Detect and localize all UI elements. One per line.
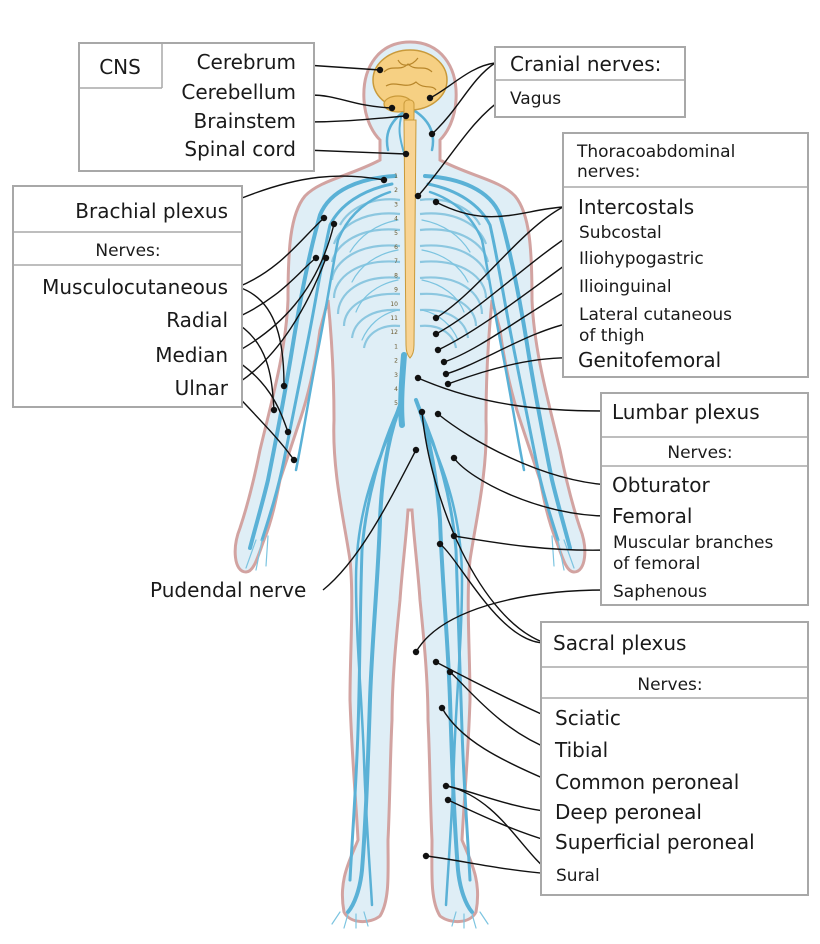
spinal-cord-label: Spinal cord (184, 137, 296, 161)
lumbar-nerves-subheading: Nerves: (667, 443, 732, 463)
radial-label: Radial (166, 308, 228, 332)
vertebra-number: 12 (390, 329, 398, 336)
vagus-label: Vagus (510, 89, 561, 109)
brachial-plexus-label-box: Brachial plexus Nerves: Musculocutaneous… (12, 185, 243, 408)
muscular-branches-label-line1: Muscular branches (613, 533, 774, 553)
pudendal-nerve-label: Pudendal nerve (150, 578, 306, 602)
vertebra-number: 6 (394, 244, 398, 251)
subcostal-label: Subcostal (579, 223, 662, 243)
thoracoabdominal-heading-line1: Thoracoabdominal (576, 142, 735, 162)
thoracoabdominal-heading-line2: nerves: (577, 162, 640, 182)
spinal-cord-shape (403, 119, 417, 359)
vertebra-number: 5 (394, 400, 398, 407)
sacral-plexus-heading: Sacral plexus (553, 631, 686, 655)
vertebra-number: 2 (394, 187, 398, 194)
obturator-label: Obturator (612, 473, 711, 497)
cranial-nerves-heading: Cranial nerves: (510, 52, 661, 76)
intercostals-label: Intercostals (578, 195, 694, 219)
vertebra-number: 4 (394, 386, 398, 393)
vertebra-number: 2 (394, 358, 398, 365)
ilioinguinal-label: Ilioinguinal (579, 277, 672, 297)
brainstem-label: Brainstem (194, 109, 296, 133)
vertebra-number: 10 (390, 301, 398, 308)
tibial-label: Tibial (554, 738, 608, 762)
femoral-label: Femoral (612, 504, 692, 528)
vertebra-number: 5 (394, 230, 398, 237)
muscular-branches-label-line2: of femoral (613, 554, 700, 574)
cns-label-box: CNS Cerebrum Cerebellum Brainstem Spinal… (78, 42, 315, 172)
thoracoabdominal-label-box: Thoracoabdominal nerves: Intercostals Su… (562, 132, 809, 378)
brachial-nerves-subheading: Nerves: (95, 241, 160, 261)
vertebra-number: 11 (390, 315, 398, 322)
vertebra-number: 3 (394, 201, 398, 208)
ulnar-label: Ulnar (175, 376, 229, 400)
vertebra-number: 9 (394, 287, 398, 294)
genitofemoral-label: Genitofemoral (578, 348, 721, 372)
cns-heading: CNS (99, 55, 141, 79)
leader-lines (228, 62, 609, 875)
rib-cage (330, 198, 490, 349)
superficial-peroneal-label: Superficial peroneal (555, 830, 755, 854)
sacral-plexus-label-box: Sacral plexus Nerves: Sciatic Tibial Com… (540, 621, 809, 896)
lumbar-plexus-label-box: Lumbar plexus Nerves: Obturator Femoral … (600, 392, 809, 606)
sural-label: Sural (556, 866, 600, 886)
lateral-cutaneous-label-line2: of thigh (579, 326, 645, 346)
vertebra-number: 7 (394, 258, 398, 265)
vertebra-number: 1 (394, 173, 398, 180)
brain-folds (383, 57, 437, 91)
saphenous-label: Saphenous (613, 582, 707, 602)
sacral-nerves-subheading: Nerves: (637, 675, 702, 695)
cerebrum-label: Cerebrum (197, 50, 296, 74)
median-label: Median (155, 343, 228, 367)
deep-peroneal-label: Deep peroneal (555, 800, 702, 824)
brachial-plexus-heading: Brachial plexus (75, 199, 228, 223)
iliohypogastric-label: Iliohypogastric (579, 249, 704, 269)
cranial-nerves-label-box: Cranial nerves: Vagus (494, 46, 686, 118)
vertebra-number: 3 (394, 372, 398, 379)
sciatic-label: Sciatic (555, 706, 621, 730)
musculocutaneous-label: Musculocutaneous (42, 275, 228, 299)
lateral-cutaneous-label-line1: Lateral cutaneous (579, 305, 732, 325)
vertebra-number: 1 (394, 343, 398, 350)
lumbar-plexus-heading: Lumbar plexus (612, 400, 760, 424)
cerebellum-label: Cerebellum (181, 80, 296, 104)
leader-dots (270, 66, 458, 860)
vertebra-number: 4 (394, 216, 398, 223)
vertebra-number: 8 (394, 272, 398, 279)
common-peroneal-label: Common peroneal (555, 770, 739, 794)
